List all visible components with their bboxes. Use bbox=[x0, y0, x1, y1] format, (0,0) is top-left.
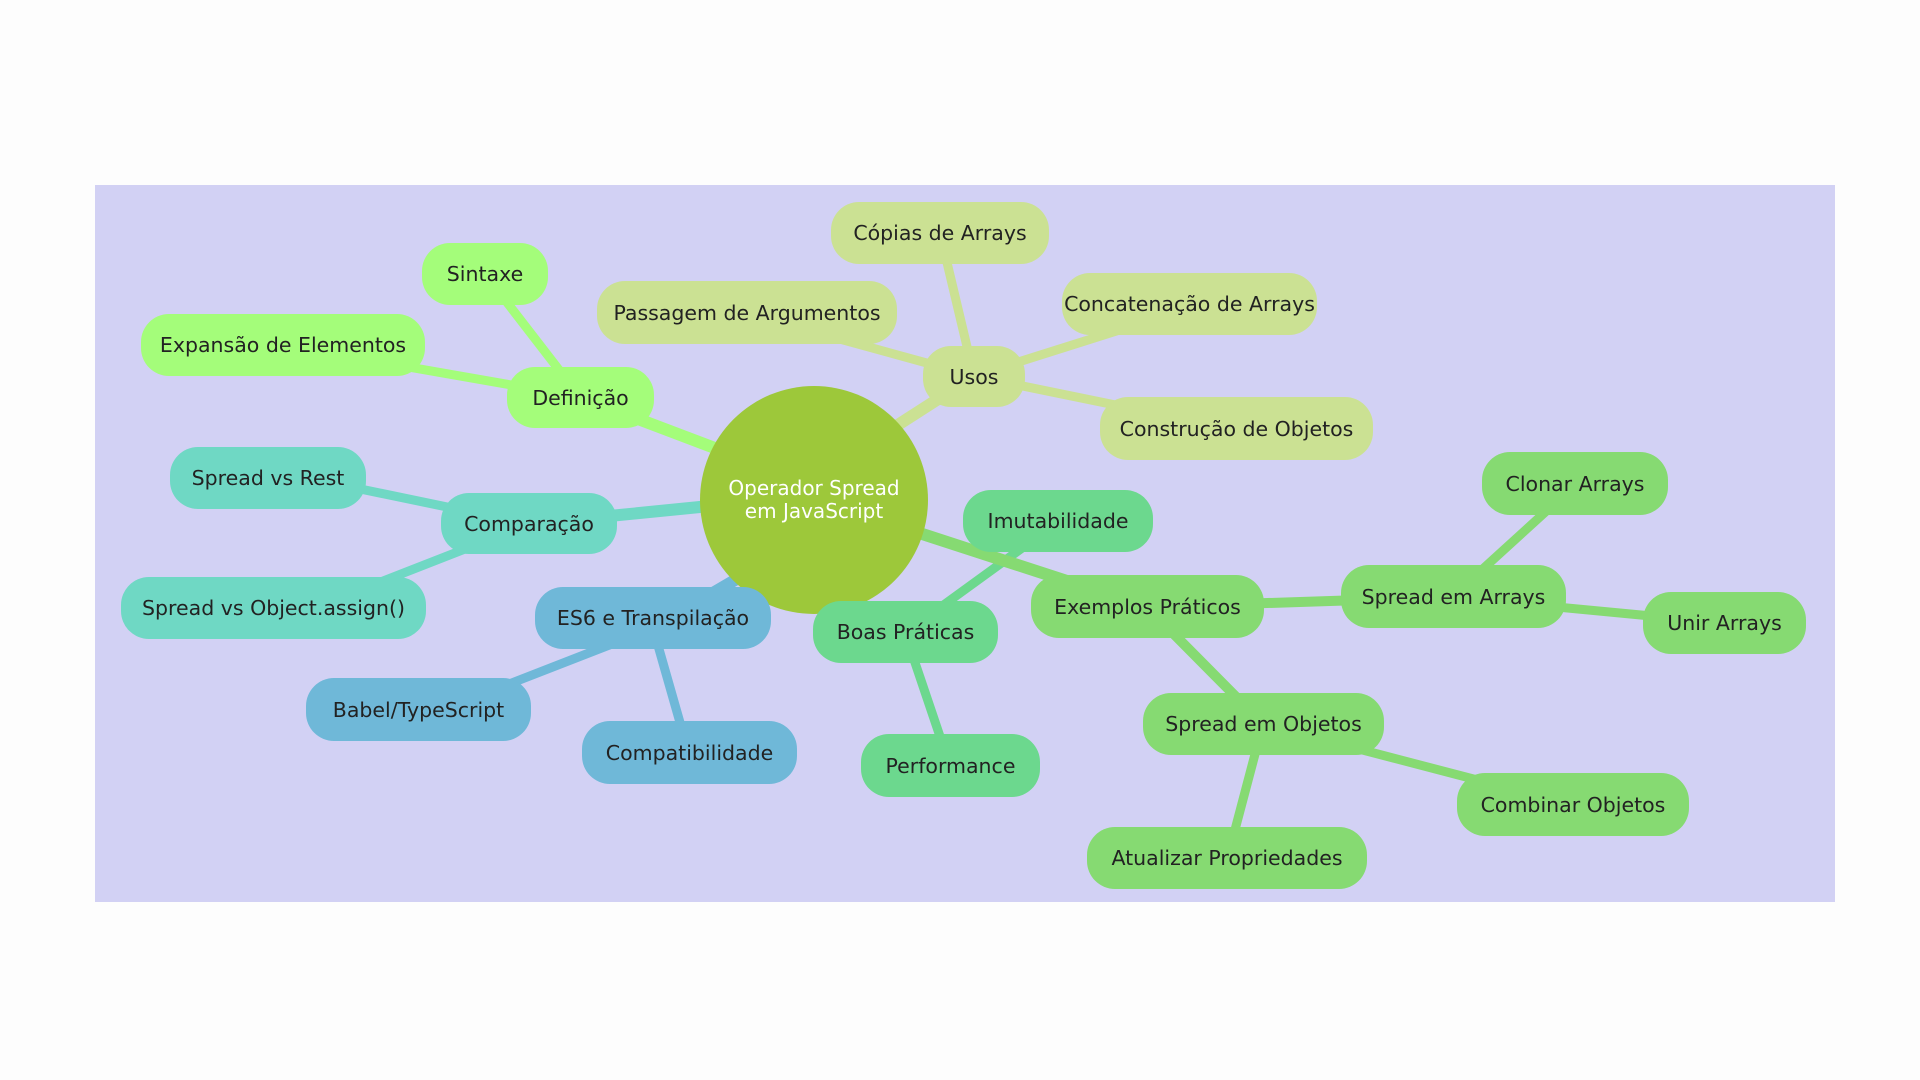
subbranch-spread-em-objetos[interactable]: Spread em Objetos bbox=[1143, 693, 1384, 755]
branch-comparacao[interactable]: Comparação bbox=[441, 493, 617, 554]
leaf-clonar-arrays[interactable]: Clonar Arrays bbox=[1482, 452, 1668, 515]
leaf-compatibilidade[interactable]: Compatibilidade bbox=[582, 721, 797, 784]
branch-boas-praticas[interactable]: Boas Práticas bbox=[813, 601, 998, 663]
leaf-atualizar-propriedades[interactable]: Atualizar Propriedades bbox=[1087, 827, 1367, 889]
branch-es6-transpilacao[interactable]: ES6 e Transpilação bbox=[535, 587, 771, 649]
leaf-imutabilidade[interactable]: Imutabilidade bbox=[963, 490, 1153, 552]
branch-usos[interactable]: Usos bbox=[923, 346, 1025, 407]
leaf-expansao-elementos[interactable]: Expansão de Elementos bbox=[141, 314, 425, 376]
branch-definicao[interactable]: Definição bbox=[507, 367, 654, 428]
leaf-passagem-argumentos[interactable]: Passagem de Argumentos bbox=[597, 281, 897, 344]
leaf-sintaxe[interactable]: Sintaxe bbox=[422, 243, 548, 305]
mindmap-canvas: Operador Spread em JavaScript Definição … bbox=[95, 185, 1835, 902]
leaf-combinar-objetos[interactable]: Combinar Objetos bbox=[1457, 773, 1689, 836]
leaf-copias-arrays[interactable]: Cópias de Arrays bbox=[831, 202, 1049, 264]
leaf-performance[interactable]: Performance bbox=[861, 734, 1040, 797]
leaf-spread-vs-rest[interactable]: Spread vs Rest bbox=[170, 447, 366, 509]
leaf-unir-arrays[interactable]: Unir Arrays bbox=[1643, 592, 1806, 654]
leaf-concatenacao-arrays[interactable]: Concatenação de Arrays bbox=[1062, 273, 1317, 335]
subbranch-spread-em-arrays[interactable]: Spread em Arrays bbox=[1341, 565, 1566, 628]
leaf-construcao-objetos[interactable]: Construção de Objetos bbox=[1100, 397, 1373, 460]
leaf-babel-typescript[interactable]: Babel/TypeScript bbox=[306, 678, 531, 741]
branch-exemplos-praticos[interactable]: Exemplos Práticos bbox=[1031, 575, 1264, 638]
leaf-spread-vs-object-assign[interactable]: Spread vs Object.assign() bbox=[121, 577, 426, 639]
root-node[interactable]: Operador Spread em JavaScript bbox=[700, 386, 928, 614]
